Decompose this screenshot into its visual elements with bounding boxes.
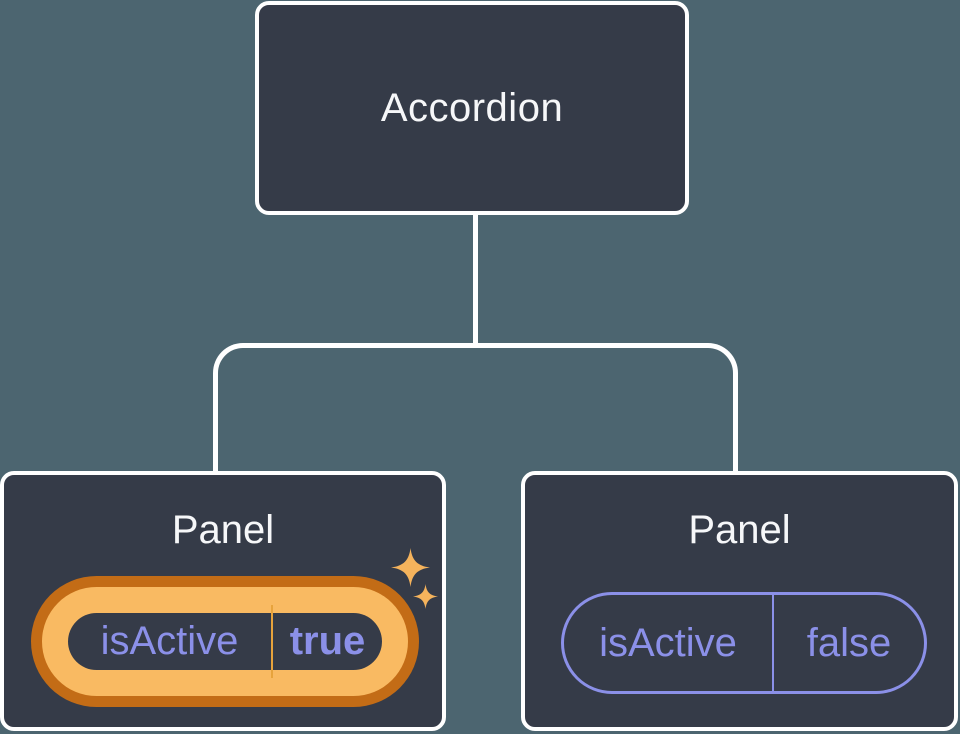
prop-pill-inner: isActive true bbox=[68, 605, 382, 678]
panel-node-label: Panel bbox=[171, 508, 275, 552]
prop-value-cell: false bbox=[774, 621, 924, 666]
panel-node-box-active: Panel isActive true bbox=[0, 471, 446, 731]
highlight-ring: isActive true bbox=[42, 587, 408, 696]
accordion-node-box: Accordion bbox=[255, 1, 689, 215]
panel-node-label: Panel bbox=[688, 508, 791, 552]
pill-divider bbox=[772, 595, 774, 691]
prop-name-label: isActive bbox=[100, 619, 239, 663]
prop-name-label: isActive bbox=[599, 620, 737, 665]
pill-divider bbox=[271, 605, 273, 678]
sparkle-small-icon bbox=[413, 584, 438, 609]
prop-pill-active: isActive true bbox=[31, 576, 419, 707]
prop-value-label: true bbox=[289, 619, 366, 663]
prop-value-label: false bbox=[806, 620, 892, 665]
prop-value-cell: true bbox=[273, 619, 382, 664]
panel-node-box-inactive: Panel isActive false bbox=[521, 471, 958, 731]
prop-pill-inactive: isActive false bbox=[561, 592, 927, 694]
prop-name-cell: isActive bbox=[68, 619, 271, 664]
sparkle-large-icon bbox=[391, 548, 430, 587]
prop-name-cell: isActive bbox=[564, 621, 772, 666]
root-connector-stem bbox=[473, 213, 478, 345]
accordion-node-label: Accordion bbox=[380, 85, 564, 130]
children-connector-bracket bbox=[213, 343, 738, 471]
